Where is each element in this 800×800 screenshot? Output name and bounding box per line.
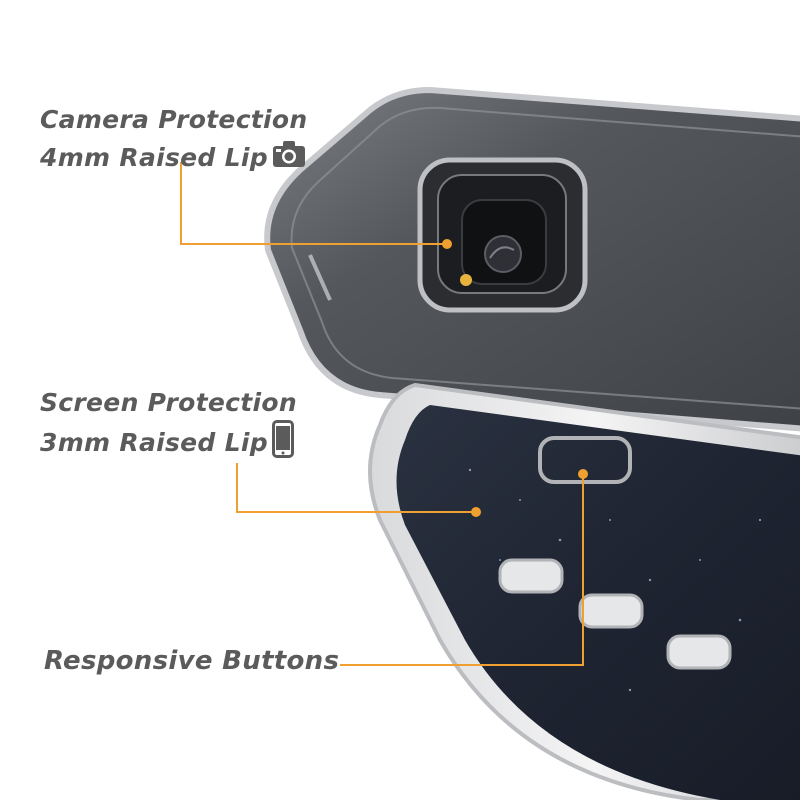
callout-dots [442, 239, 588, 517]
camera-module [417, 157, 588, 313]
camera-raised-lip-row: 4mm Raised Lip [40, 140, 306, 178]
camera-icon [272, 140, 306, 178]
screen-raised-lip-row: 3mm Raised Lip [40, 420, 294, 468]
buttons-callout-line [340, 474, 584, 666]
screen-callout-line [236, 463, 474, 513]
camera-raised-lip-text: 4mm Raised Lip [40, 143, 268, 172]
screen-raised-lip-text: 3mm Raised Lip [40, 428, 268, 457]
smartphone-icon [271, 420, 294, 468]
screen-protection-title: Screen Protection [40, 388, 297, 417]
camera-protection-title: Camera Protection [40, 105, 308, 134]
screen-callout-dot [471, 507, 481, 517]
responsive-buttons-title: Responsive Buttons [44, 646, 340, 676]
camera-callout-dot [442, 239, 452, 249]
callout-lines [180, 162, 584, 666]
camera-callout-line [180, 162, 445, 245]
buttons-callout-dot [578, 469, 588, 479]
case-front [368, 382, 800, 800]
